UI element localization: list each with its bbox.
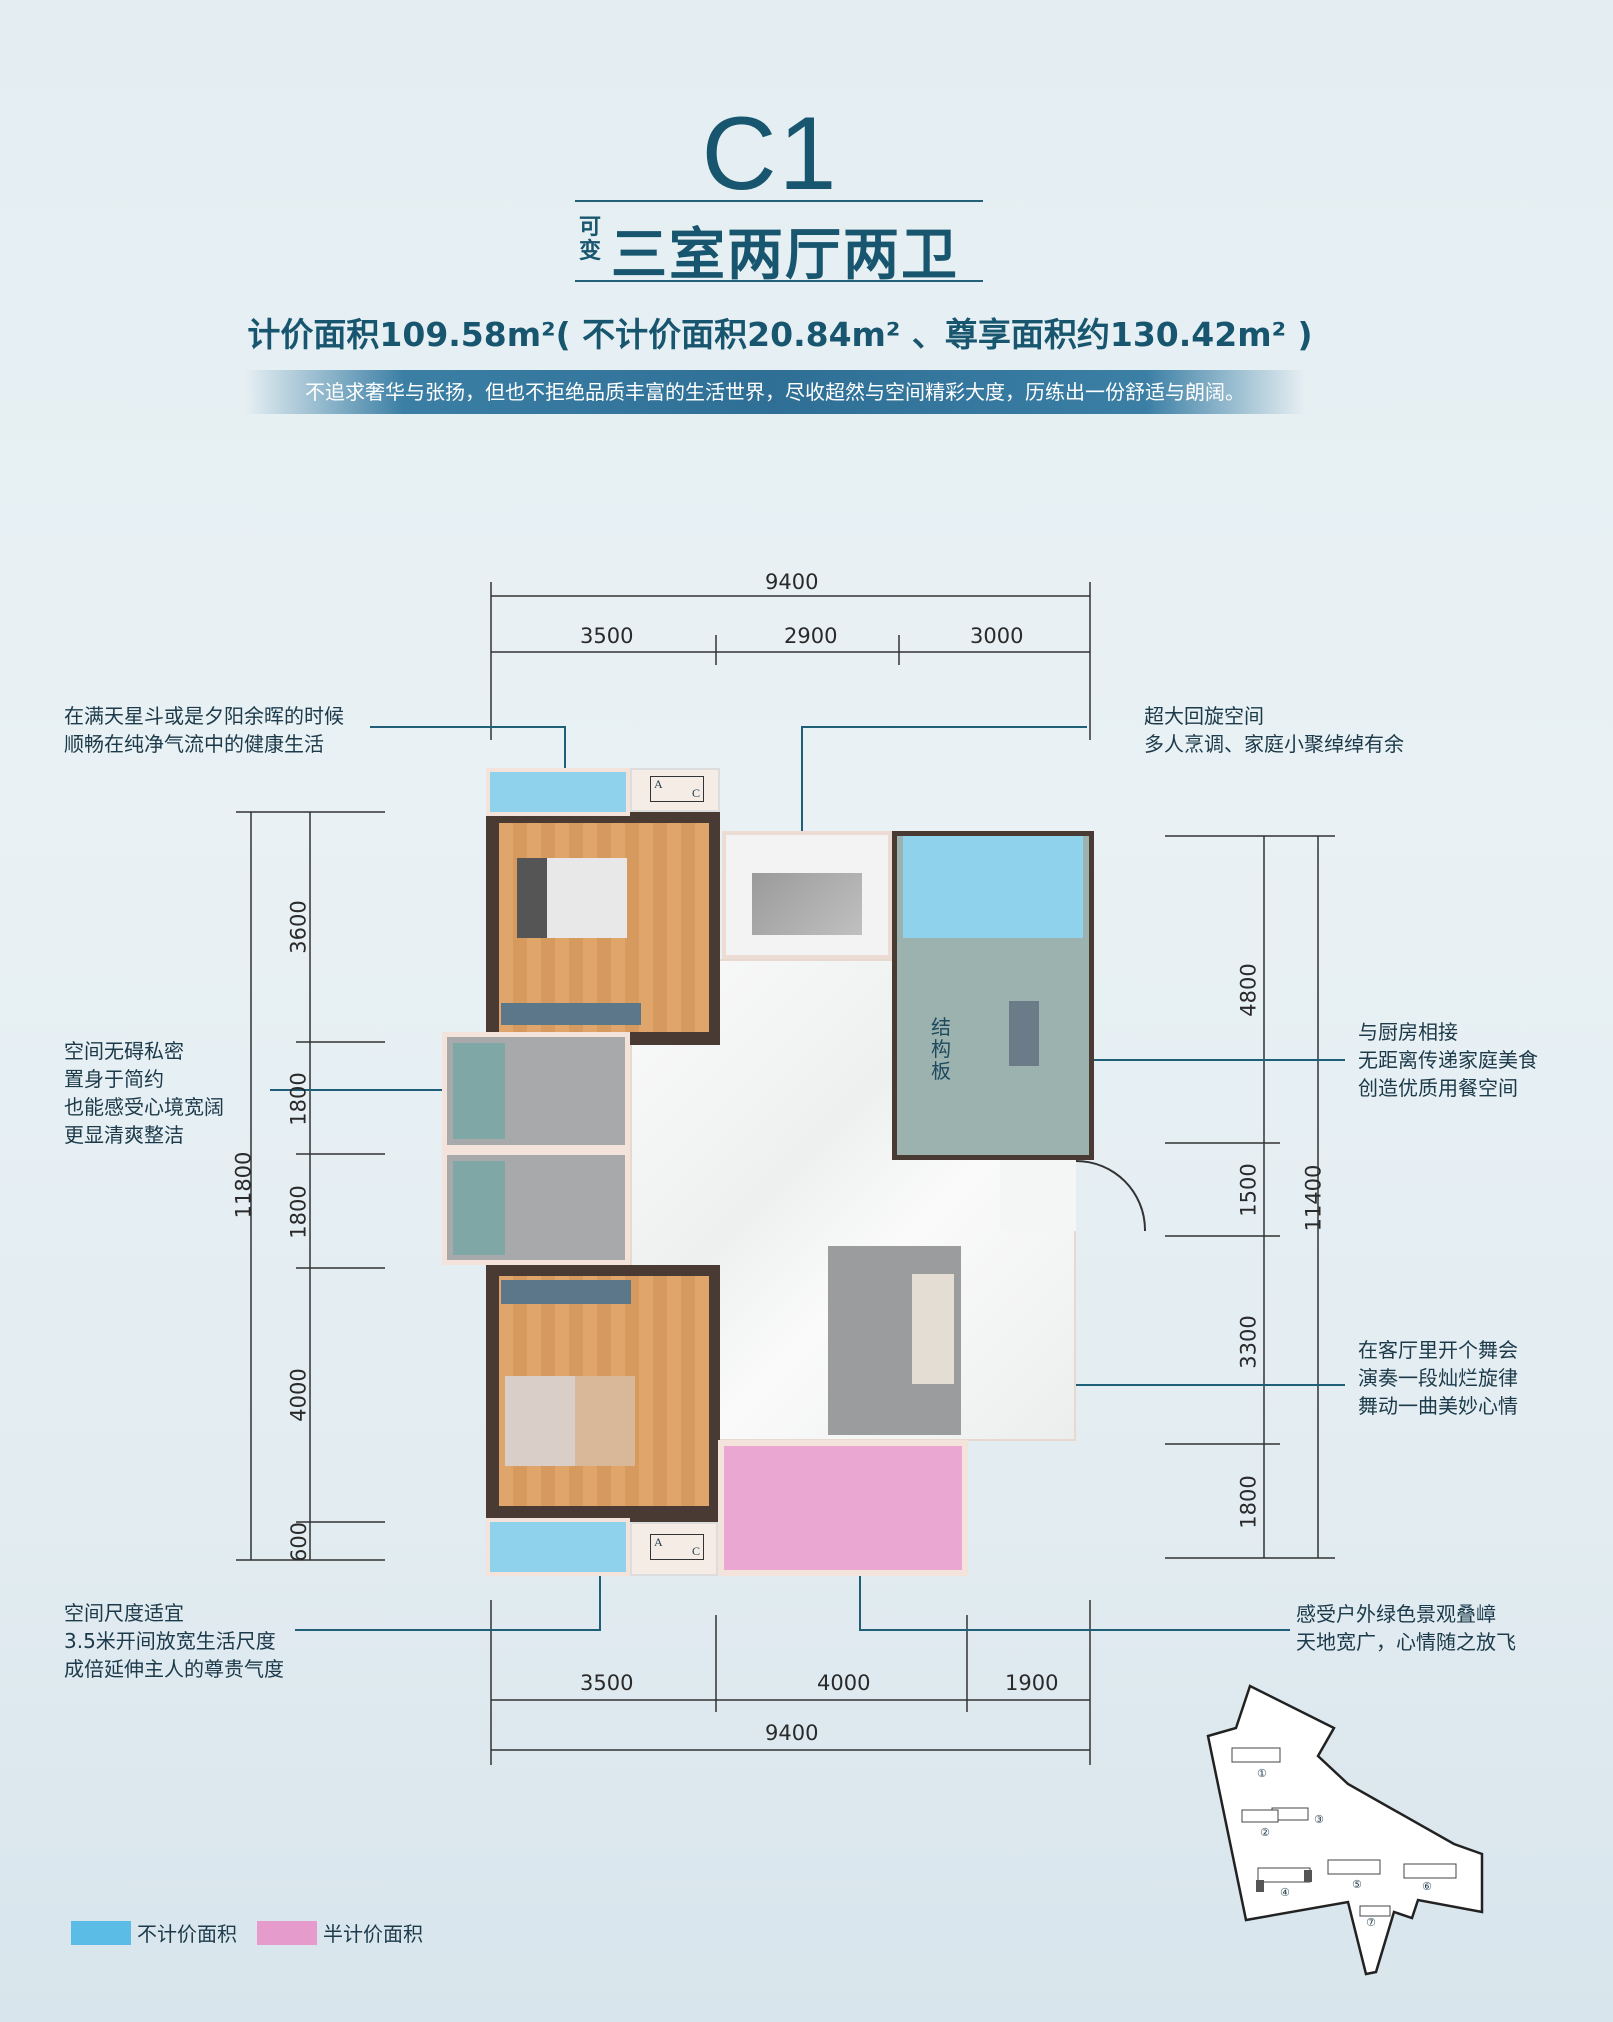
annotation-line: 置身于简约 [64, 1067, 164, 1091]
dim-bottom-3: 1900 [1005, 1671, 1059, 1695]
legend: 不计价面积 半计价面积 [71, 1918, 423, 1947]
legend-label: 不计价面积 [137, 1922, 237, 1946]
dim-right-2: 1500 [1236, 1163, 1261, 1217]
legend-non-priced: 不计价面积 [71, 1918, 237, 1947]
legend-half-priced: 半计价面积 [257, 1918, 423, 1947]
annotation-line: 创造优质用餐空间 [1358, 1076, 1518, 1100]
annotation-line: 在客厅里开个舞会 [1358, 1338, 1518, 1362]
dim-right-3: 3300 [1236, 1315, 1261, 1369]
annotation-line: 空间尺度适宜 [64, 1601, 184, 1625]
annotation-line: 无距离传递家庭美食 [1358, 1048, 1538, 1072]
unit-title: C1 [701, 96, 839, 212]
annotation-bedroom: 空间尺度适宜 3.5米开间放宽生活尺度成倍延伸主人的尊贵气度 [64, 1599, 284, 1683]
building-7: ⑦ [1366, 1916, 1376, 1929]
annotation-dining: 与厨房相接无距离传递家庭美食创造优质用餐空间 [1358, 1018, 1538, 1102]
building-5: ⑤ [1352, 1878, 1362, 1891]
wardrobe [501, 1003, 641, 1025]
sofa [912, 1274, 954, 1384]
annotation-line: 空间无碍私密 [64, 1039, 184, 1063]
subtitle-main: 三室两厅两卫 [611, 223, 959, 288]
building-3: ③ [1314, 1813, 1324, 1826]
dim-top-3: 3000 [970, 624, 1024, 648]
annotation-line: 3.5米开间放宽生活尺度 [64, 1629, 276, 1653]
dim-left-4: 4000 [286, 1368, 311, 1422]
ac-label-c: C [691, 786, 700, 800]
area-summary: 计价面积109.58m²( 不计价面积20.84m² 、尊享面积约130.42m… [247, 315, 1313, 354]
dim-top-1: 3500 [580, 624, 634, 648]
structural-slab-label: 结构板 [931, 1015, 951, 1083]
study-room: 结构板 [892, 831, 1094, 1160]
study-non-priced-area [903, 836, 1083, 938]
dim-left-3: 1800 [286, 1185, 311, 1239]
annotation-bathroom: 空间无碍私密置身于简约也能感受心境宽阔更显清爽整洁 [64, 1037, 224, 1149]
annotation-line: 天地宽广，心情随之放飞 [1296, 1630, 1516, 1654]
building-1: ① [1257, 1767, 1267, 1780]
desk [1009, 1001, 1039, 1066]
ac-label-c: C [691, 1544, 700, 1558]
kitchen [722, 831, 892, 959]
bottom-balcony [486, 1518, 630, 1576]
dim-bottom-1: 3500 [580, 1671, 634, 1695]
annotation-line: 感受户外绿色景观叠嶂 [1296, 1602, 1496, 1626]
dim-left-total: 11800 [231, 1151, 256, 1219]
annotation-line: 更显清爽整洁 [64, 1123, 184, 1147]
dim-right-1: 4800 [1236, 963, 1261, 1017]
building-4: ④ [1280, 1886, 1290, 1899]
building-6: ⑥ [1422, 1880, 1432, 1893]
site-outline [1206, 1684, 1484, 1976]
top-bedroom [499, 823, 709, 1032]
ac-label-a: A [654, 777, 663, 791]
legend-swatch-pink [257, 1920, 317, 1945]
annotation-line: 与厨房相接 [1358, 1020, 1458, 1044]
tagline-banner: 不追求奢华与张扬，但也不拒绝品质丰富的生活世界，尽收超然与空间精彩大度，历练出一… [245, 370, 1305, 414]
dim-right-total: 11400 [1301, 1164, 1326, 1232]
legend-swatch-blue [71, 1920, 131, 1945]
legend-label: 半计价面积 [323, 1922, 423, 1946]
annotation-line: 超大回旋空间 [1144, 704, 1264, 728]
bathroom-2 [442, 1150, 630, 1265]
top-balcony [486, 768, 630, 816]
annotation-line: 顺畅在纯净气流中的健康生活 [64, 732, 324, 756]
shower [453, 1043, 505, 1139]
annotation-line: 成倍延伸主人的尊贵气度 [64, 1657, 284, 1681]
south-balcony [718, 1440, 968, 1576]
dim-bottom-2: 4000 [817, 1671, 871, 1695]
bottom-bedroom [499, 1276, 709, 1506]
kitchen-island [752, 873, 862, 935]
dim-right-4: 1800 [1236, 1475, 1261, 1529]
annotation-living: 在客厅里开个舞会演奏一段灿烂旋律舞动一曲美妙心情 [1358, 1336, 1518, 1420]
dim-left-1: 3600 [286, 900, 311, 954]
bed-icon [517, 858, 627, 938]
dim-left-5: 600 [287, 1521, 312, 1563]
living-extension [1000, 1160, 1076, 1231]
dim-top-total: 9400 [765, 570, 819, 594]
building-2: ② [1260, 1826, 1270, 1839]
annotation-line: 舞动一曲美妙心情 [1358, 1394, 1518, 1418]
annotation-kitchen: 超大回旋空间多人烹调、家庭小聚绰绰有余 [1144, 702, 1404, 758]
layout-subtitle: 可变 三室两厅两卫 [575, 200, 983, 288]
dim-top-2: 2900 [784, 624, 838, 648]
site-map: ① ② ③ ④ ⑤ ⑥ ⑦ [1180, 1670, 1510, 2010]
annotation-line: 在满天星斗或是夕阳余晖的时候 [64, 704, 344, 728]
annotation-line: 也能感受心境宽阔 [64, 1095, 224, 1119]
dim-left-2: 1800 [286, 1072, 311, 1126]
annotation-line: 多人烹调、家庭小聚绰绰有余 [1144, 732, 1404, 756]
ac-label-a: A [654, 1535, 663, 1549]
shower [453, 1161, 505, 1255]
wardrobe [501, 1280, 631, 1304]
subtitle-prefix: 可变 [579, 215, 602, 264]
annotation-line: 演奏一段灿烂旋律 [1358, 1366, 1518, 1390]
bed-icon [505, 1376, 635, 1466]
living-room-rug [828, 1246, 961, 1435]
annotation-south-balcony: 感受户外绿色景观叠嶂天地宽广，心情随之放飞 [1296, 1600, 1516, 1656]
bathroom-1 [442, 1032, 630, 1150]
dim-bottom-total: 9400 [765, 1721, 819, 1745]
annotation-balcony-top: 在满天星斗或是夕阳余晖的时候顺畅在纯净气流中的健康生活 [64, 702, 344, 758]
